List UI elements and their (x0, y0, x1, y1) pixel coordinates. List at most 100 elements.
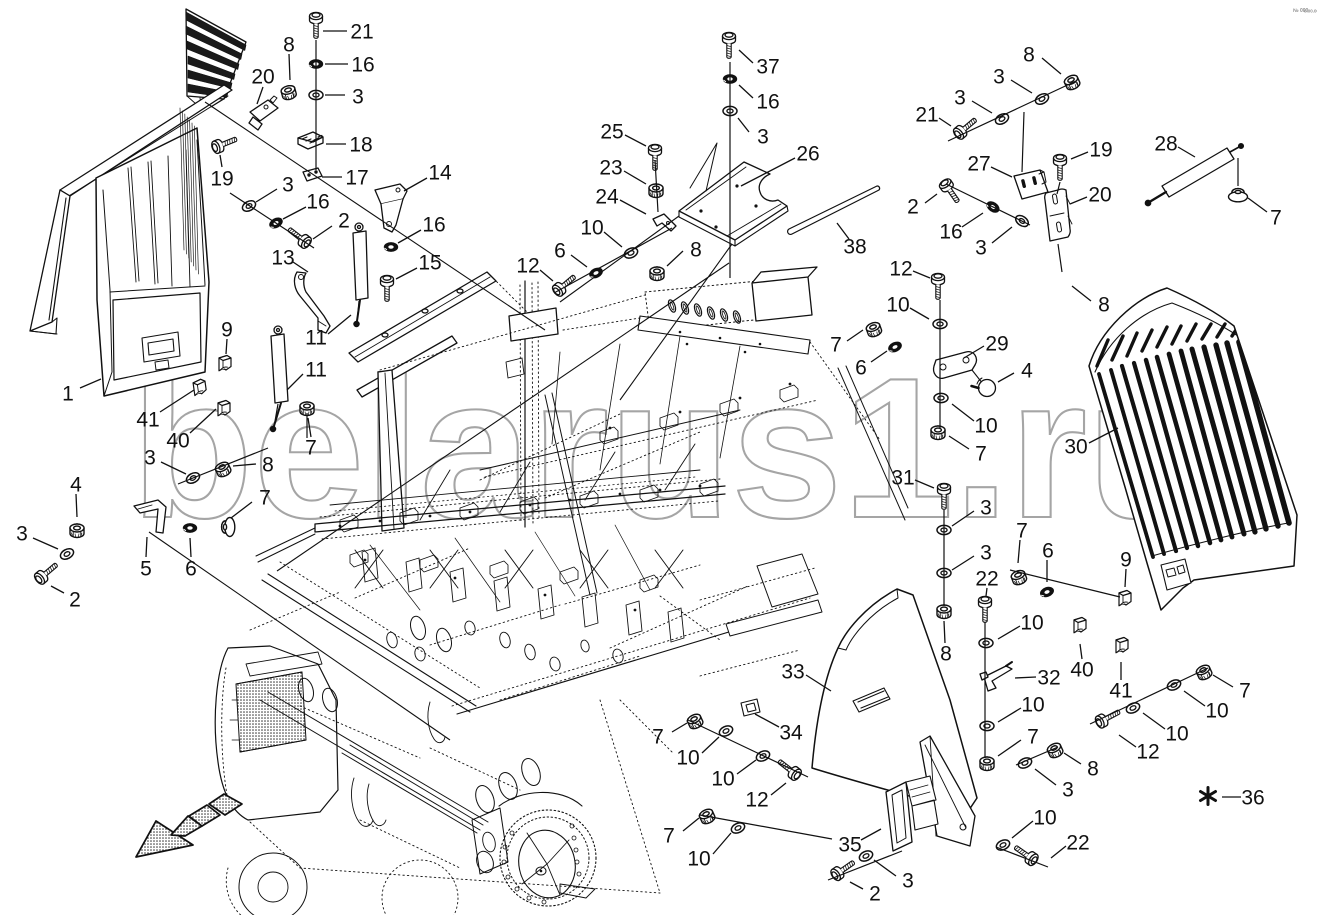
svg-text:10: 10 (711, 768, 734, 791)
svg-text:3: 3 (16, 523, 28, 546)
svg-text:9: 9 (221, 319, 233, 342)
svg-text:37: 37 (756, 56, 779, 79)
svg-text:7: 7 (652, 726, 664, 749)
svg-text:21: 21 (915, 104, 938, 127)
svg-text:16: 16 (351, 54, 374, 77)
svg-text:29: 29 (985, 333, 1008, 356)
svg-text:9: 9 (1120, 549, 1132, 572)
svg-text:41: 41 (1109, 680, 1132, 703)
svg-text:11: 11 (305, 359, 327, 382)
svg-text:26: 26 (796, 143, 819, 166)
svg-text:15: 15 (418, 252, 441, 275)
svg-text:3: 3 (980, 497, 992, 520)
svg-text:32: 32 (1037, 667, 1060, 690)
svg-text:7: 7 (259, 487, 271, 510)
svg-text:2: 2 (907, 196, 919, 219)
svg-text:3: 3 (144, 447, 156, 470)
svg-text:12: 12 (1136, 741, 1159, 764)
svg-text:40: 40 (166, 430, 189, 453)
svg-text:12: 12 (889, 258, 912, 281)
svg-text:19: 19 (210, 168, 233, 191)
svg-text:5: 5 (140, 558, 152, 581)
svg-text:8: 8 (1087, 758, 1099, 781)
svg-text:2: 2 (338, 210, 350, 233)
svg-text:41: 41 (136, 409, 159, 432)
svg-text:10: 10 (1021, 694, 1044, 717)
svg-text:8: 8 (262, 454, 274, 477)
svg-text:25: 25 (600, 121, 623, 144)
svg-text:8: 8 (690, 239, 702, 262)
svg-text:12: 12 (745, 789, 768, 812)
svg-text:6: 6 (855, 357, 867, 380)
svg-text:20: 20 (251, 66, 274, 89)
svg-text:14: 14 (428, 162, 452, 185)
svg-text:0.00.00: 0.00.00 (1304, 9, 1317, 14)
svg-text:1: 1 (62, 383, 74, 406)
svg-text:33: 33 (781, 661, 804, 684)
svg-text:2: 2 (869, 883, 881, 906)
svg-text:3: 3 (282, 174, 294, 197)
svg-text:3: 3 (352, 86, 364, 109)
svg-text:4: 4 (70, 474, 82, 497)
svg-text:11: 11 (305, 327, 327, 350)
svg-text:19: 19 (1089, 139, 1112, 162)
svg-text:10: 10 (1033, 807, 1056, 830)
svg-text:10: 10 (1165, 723, 1188, 746)
svg-text:16: 16 (422, 214, 445, 237)
svg-text:3: 3 (954, 87, 966, 110)
svg-text:3: 3 (980, 542, 992, 565)
svg-text:16: 16 (756, 91, 779, 114)
svg-text:35: 35 (838, 834, 861, 857)
svg-text:7: 7 (1270, 207, 1282, 230)
svg-text:21: 21 (350, 21, 373, 44)
svg-text:7: 7 (975, 443, 987, 466)
svg-text:7: 7 (1027, 726, 1039, 749)
svg-text:30: 30 (1064, 436, 1087, 459)
svg-text:8: 8 (940, 643, 952, 666)
svg-text:13: 13 (271, 247, 294, 270)
svg-text:22: 22 (1066, 832, 1089, 855)
svg-text:40: 40 (1070, 659, 1093, 682)
svg-text:10: 10 (580, 217, 603, 240)
svg-text:38: 38 (843, 236, 866, 259)
svg-text:8: 8 (283, 34, 295, 57)
svg-text:6: 6 (1042, 540, 1054, 563)
svg-text:7: 7 (830, 334, 842, 357)
svg-text:№ 000: № 000 (1293, 8, 1309, 14)
svg-text:3: 3 (993, 66, 1005, 89)
svg-text:2: 2 (69, 589, 81, 612)
svg-text:31: 31 (891, 467, 914, 490)
svg-text:27: 27 (967, 153, 990, 176)
svg-text:16: 16 (939, 221, 962, 244)
svg-text:17: 17 (345, 167, 368, 190)
svg-text:3: 3 (1062, 779, 1074, 802)
svg-text:4: 4 (1021, 360, 1033, 383)
svg-text:6: 6 (554, 240, 566, 263)
svg-text:8: 8 (1098, 294, 1110, 317)
svg-text:18: 18 (349, 134, 372, 157)
svg-text:10: 10 (687, 848, 710, 871)
svg-text:3: 3 (975, 237, 987, 260)
svg-text:20: 20 (1088, 184, 1111, 207)
svg-text:3: 3 (902, 870, 914, 893)
svg-text:23: 23 (599, 157, 622, 180)
svg-text:10: 10 (676, 747, 699, 770)
svg-text:36: 36 (1241, 787, 1264, 810)
svg-text:7: 7 (1016, 520, 1028, 543)
svg-text:7: 7 (663, 825, 675, 848)
svg-text:28: 28 (1154, 133, 1177, 156)
svg-text:10: 10 (886, 294, 909, 317)
svg-text:7: 7 (1239, 680, 1251, 703)
svg-text:10: 10 (1020, 612, 1043, 635)
svg-text:3: 3 (757, 126, 769, 149)
svg-text:16: 16 (306, 191, 329, 214)
svg-text:10: 10 (1205, 700, 1228, 723)
svg-text:belarus1.ru: belarus1.ru (131, 337, 1209, 560)
svg-text:34: 34 (779, 722, 803, 745)
svg-text:7: 7 (305, 437, 317, 460)
svg-text:6: 6 (185, 558, 197, 581)
svg-text:12: 12 (516, 255, 539, 278)
svg-text:22: 22 (975, 568, 998, 591)
svg-text:8: 8 (1023, 44, 1035, 67)
svg-text:10: 10 (974, 415, 997, 438)
